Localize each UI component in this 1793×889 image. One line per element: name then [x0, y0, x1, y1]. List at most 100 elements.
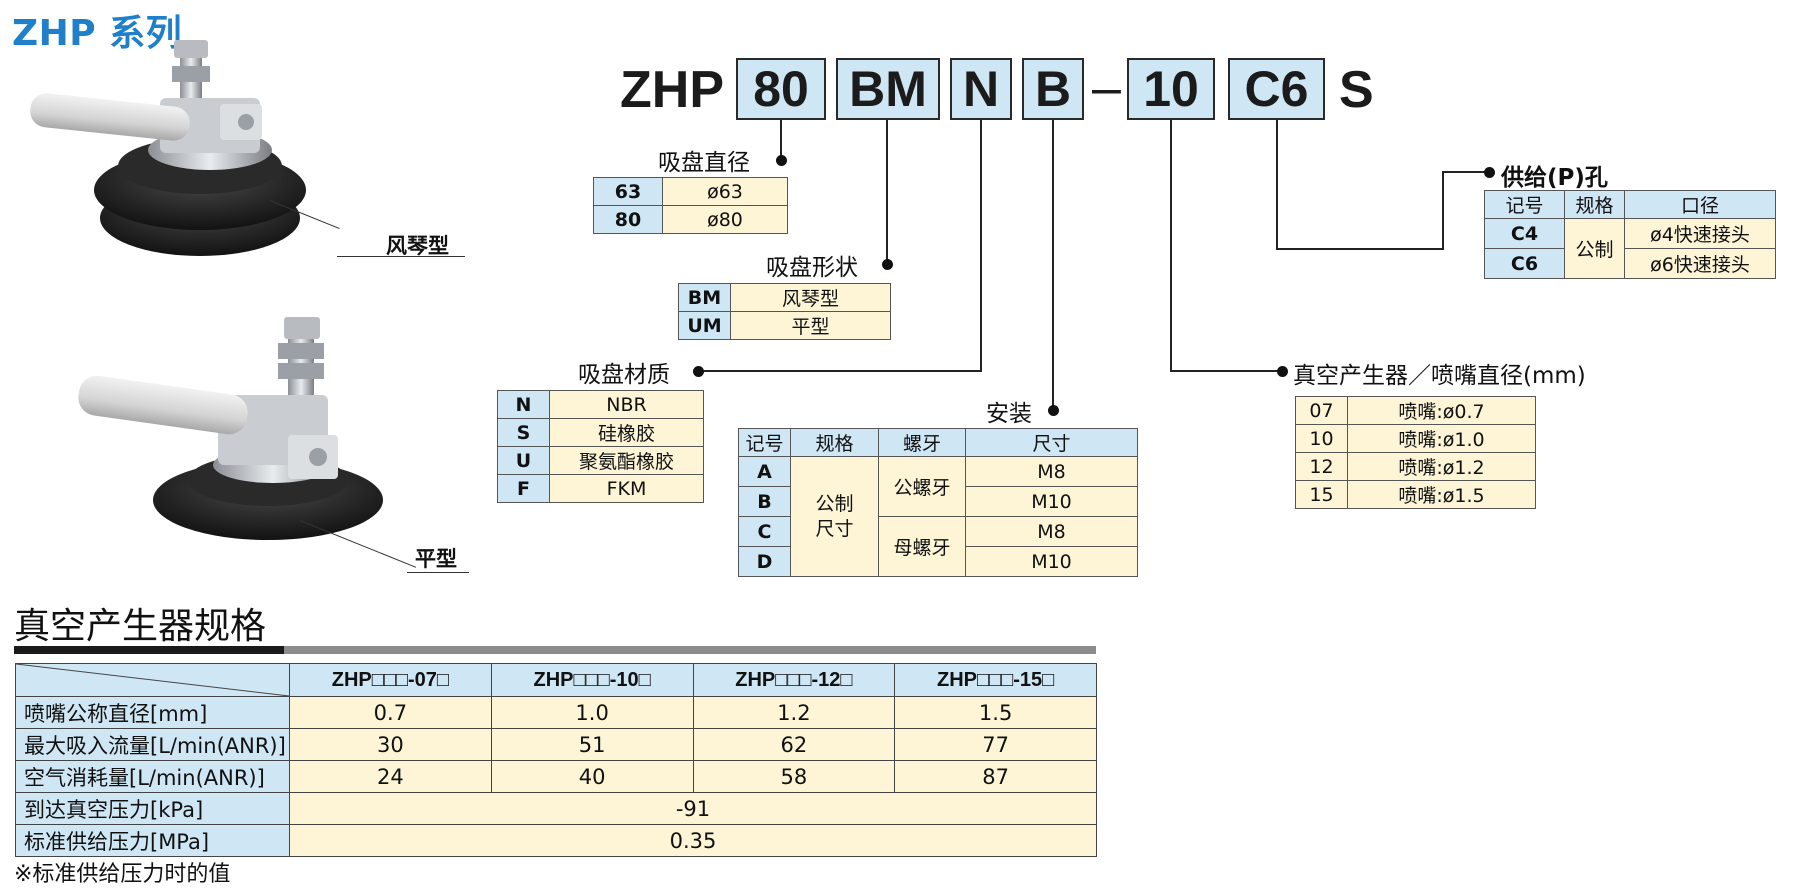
heading-rule: [284, 646, 1096, 654]
mounting-size: M10: [965, 546, 1138, 577]
material-value: NBR: [549, 390, 704, 419]
shape-value: 风琴型: [730, 283, 891, 312]
supply-size: ø6快速接头: [1624, 248, 1776, 279]
part-code-mounting: B: [1022, 58, 1084, 120]
spec-cell: 87: [894, 760, 1097, 793]
mounting-header-thread: 螺牙: [878, 428, 966, 457]
spec-cell: 24: [289, 760, 492, 793]
spec-column-header: ZHP□□□-10□: [490, 663, 694, 697]
nozzle-value: 喷嘴:ø1.2: [1347, 452, 1536, 481]
part-code-shape: BM: [836, 58, 940, 120]
diameter-code: 63: [593, 177, 663, 206]
material-value: FKM: [549, 474, 704, 503]
mounting-header-spec: 规格: [790, 428, 879, 457]
supply-spec: 公制: [1564, 218, 1625, 279]
supply-size: ø4快速接头: [1624, 218, 1776, 249]
spec-heading: 真空产生器规格: [14, 606, 267, 647]
mounting-thread-male: 公螺牙: [878, 456, 966, 517]
mounting-spec: 公制 尺寸: [790, 456, 879, 577]
spec-row-label: 最大吸入流量[L/min(ANR)]: [15, 728, 290, 761]
supply-code: C4: [1484, 218, 1565, 249]
mounting-code: D: [738, 546, 791, 577]
corner-cell: [15, 663, 290, 697]
spec-cell-merged: -91: [289, 792, 1097, 825]
part-code-material: N: [950, 58, 1012, 120]
supply-code: C6: [1484, 248, 1565, 279]
spec-row-label: 空气消耗量[L/min(ANR)]: [15, 760, 290, 793]
diameter-code: 80: [593, 205, 663, 234]
bellows-callout: 风琴型: [386, 234, 449, 258]
part-number-suffix: S: [1339, 61, 1374, 119]
mounting-code: C: [738, 516, 791, 547]
material-code: S: [497, 418, 550, 447]
material-code: U: [497, 446, 550, 475]
nozzle-value: 喷嘴:ø1.5: [1347, 480, 1536, 509]
spec-table: ZHP□□□-07□ ZHP□□□-10□ ZHP□□□-12□ ZHP□□□-…: [15, 663, 1097, 857]
mounting-code: A: [738, 456, 791, 487]
pad-material-label: 吸盘材质: [578, 362, 670, 388]
nozzle-code: 15: [1295, 480, 1348, 509]
material-code: F: [497, 474, 550, 503]
spec-row-label: 喷嘴公称直径[mm]: [15, 696, 290, 729]
material-value: 聚氨酯橡胶: [549, 446, 704, 475]
nozzle-value: 喷嘴:ø0.7: [1347, 396, 1536, 425]
supply-header-code: 记号: [1484, 190, 1565, 219]
pad-shape-label: 吸盘形状: [766, 255, 858, 281]
mounting-size: M8: [965, 456, 1138, 487]
flat-callout: 平型: [415, 547, 457, 571]
spec-cell: 40: [490, 760, 694, 793]
nozzle-code: 10: [1295, 424, 1348, 453]
mounting-header-size: 尺寸: [965, 428, 1138, 457]
spec-cell: 62: [692, 728, 896, 761]
spec-cell: 30: [289, 728, 492, 761]
spec-cell: 58: [692, 760, 896, 793]
mounting-label: 安装: [986, 401, 1032, 427]
supply-port-table: 记号 规格 口径 C4 公制 ø4快速接头 C6 ø6快速接头: [1484, 190, 1776, 279]
flat-pad-photo: [78, 317, 383, 540]
mounting-thread-female: 母螺牙: [878, 516, 966, 577]
diameter-value: ø80: [662, 205, 788, 234]
footnote: ※标准供给压力时的值: [14, 862, 231, 887]
spec-cell: 1.2: [692, 696, 896, 729]
spec-column-header: ZHP□□□-15□: [894, 663, 1097, 697]
mounting-code: B: [738, 486, 791, 517]
shape-value: 平型: [730, 311, 891, 340]
heading-underline: [14, 646, 284, 654]
spec-column-header: ZHP□□□-07□: [289, 663, 492, 697]
material-code: N: [497, 390, 550, 419]
spec-cell: 0.7: [289, 696, 492, 729]
mounting-table: 记号 规格 螺牙 尺寸 A 公制 尺寸 公螺牙 M8 B M10 C 母螺牙 M…: [738, 428, 1138, 577]
bellows-pad-photo: [30, 40, 306, 256]
part-number-dash: –: [1092, 59, 1121, 117]
series-title: ZHP 系列: [12, 13, 183, 54]
supply-header-size: 口径: [1624, 190, 1776, 219]
spec-cell: 51: [490, 728, 694, 761]
mounting-header-code: 记号: [738, 428, 791, 457]
part-code-diameter: 80: [736, 58, 826, 120]
nozzle-code: 07: [1295, 396, 1348, 425]
spec-row-label: 到达真空压力[kPa]: [15, 792, 290, 825]
supply-port-label: 供给(P)孔: [1501, 165, 1608, 191]
spec-cell: 1.5: [894, 696, 1097, 729]
shape-code: BM: [678, 283, 731, 312]
mounting-size: M10: [965, 486, 1138, 517]
spec-row-label: 标准供给压力[MPa]: [15, 824, 290, 857]
diameter-value: ø63: [662, 177, 788, 206]
shape-code: UM: [678, 311, 731, 340]
spec-cell: 77: [894, 728, 1097, 761]
supply-header-spec: 规格: [1564, 190, 1625, 219]
pad-diameter-label: 吸盘直径: [658, 150, 750, 176]
mounting-size: M8: [965, 516, 1138, 547]
part-code-nozzle: 10: [1127, 58, 1215, 120]
spec-cell-merged: 0.35: [289, 824, 1097, 857]
spec-cell: 1.0: [490, 696, 694, 729]
spec-column-header: ZHP□□□-12□: [692, 663, 896, 697]
nozzle-value: 喷嘴:ø1.0: [1347, 424, 1536, 453]
nozzle-code: 12: [1295, 452, 1348, 481]
nozzle-label: 真空产生器／喷嘴直径(mm): [1293, 363, 1586, 389]
part-number-prefix: ZHP: [620, 61, 724, 119]
